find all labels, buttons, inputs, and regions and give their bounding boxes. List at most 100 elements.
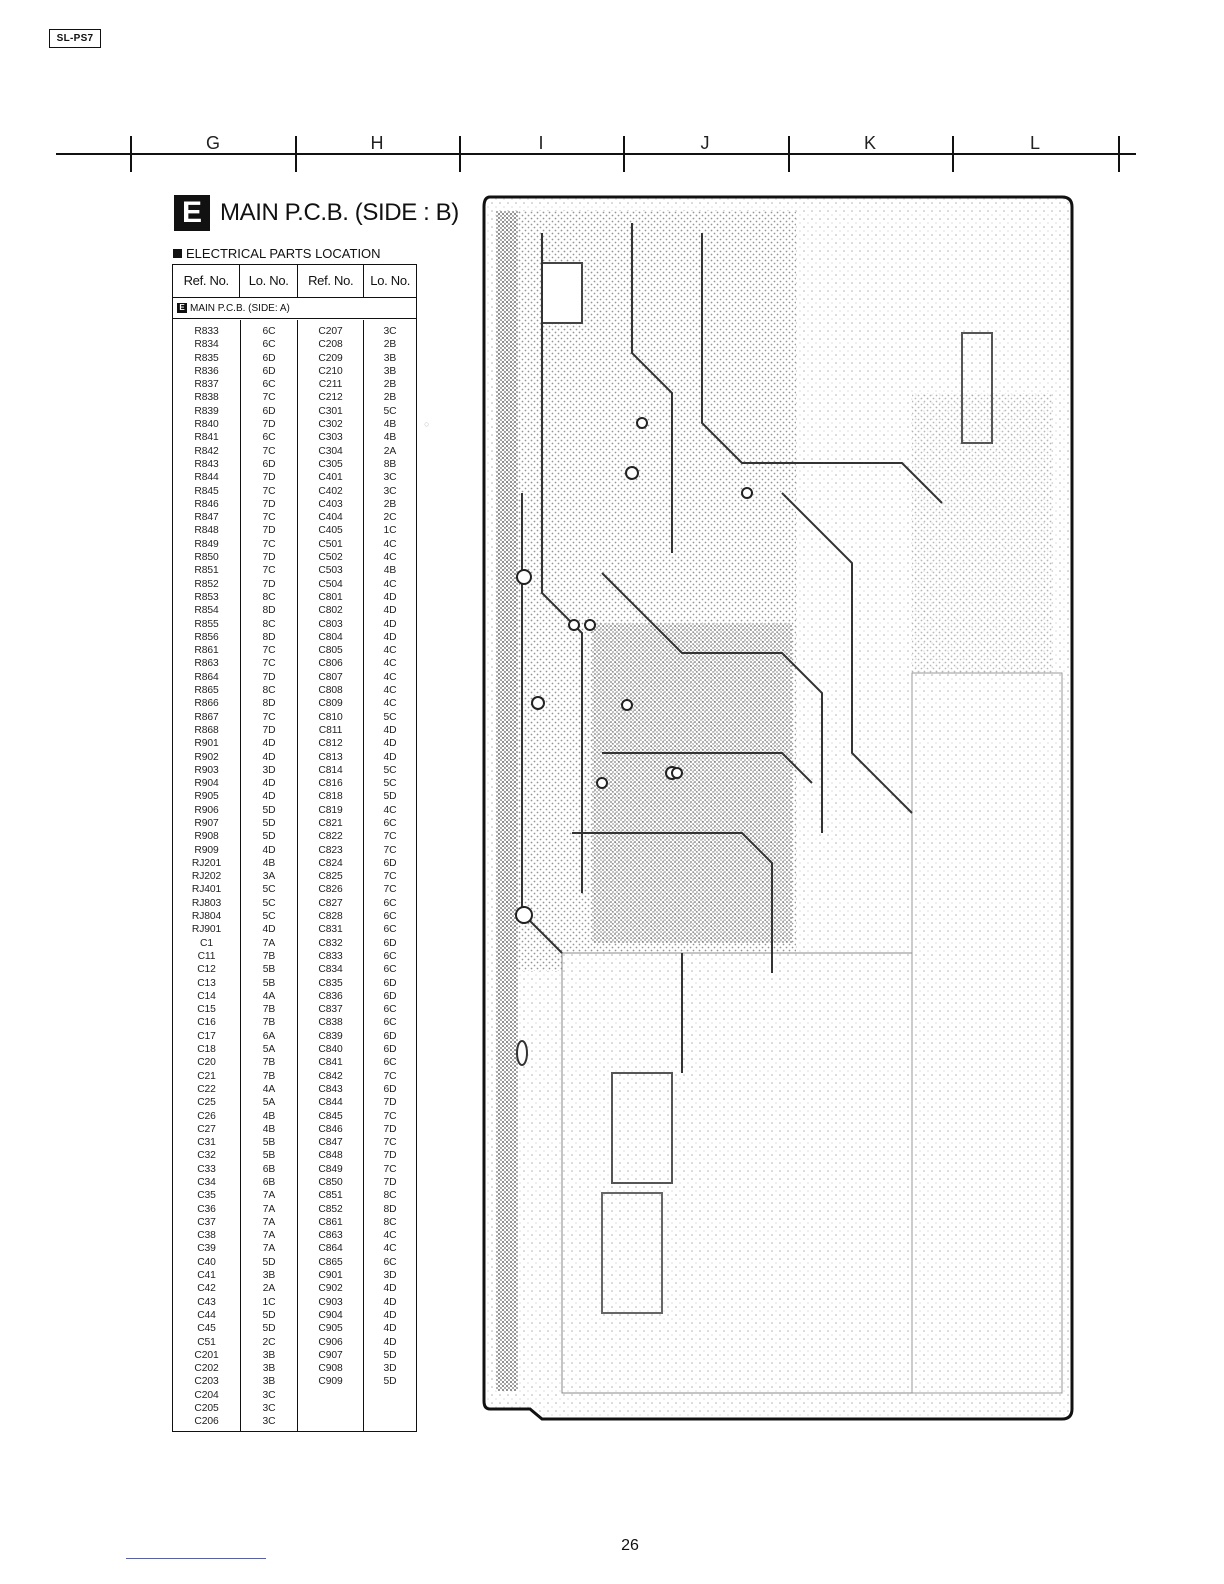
ref-no-cell: R833	[194, 326, 219, 337]
lo-no-cell: 4C	[383, 552, 397, 564]
grid-label-h: H	[370, 133, 384, 153]
ref-no-cell: R907	[194, 817, 219, 829]
lo-no-cell: 8D	[262, 698, 276, 710]
pcb-copper-right-block	[912, 393, 1052, 673]
ref-no-cell: R909	[194, 844, 219, 856]
ref-no-cell: R850	[194, 552, 219, 564]
lo-no-cell: 3C	[262, 1403, 276, 1415]
lo-no-cell: 3C	[262, 1389, 276, 1401]
pcb-slot	[516, 1040, 528, 1066]
lo-no-cell: 5D	[383, 1349, 397, 1361]
ref-no-cell: C850	[318, 1177, 343, 1188]
ref-no-cell: C14	[197, 990, 216, 1002]
lo-no-cell: 5D	[262, 804, 276, 816]
ref-no-cell: R837	[194, 379, 219, 391]
ref-no-cell: C20	[197, 1057, 216, 1069]
lo-no-cell: 7C	[383, 871, 397, 883]
ref-no-cell: R852	[194, 578, 219, 590]
lo-no-cell: 7D	[262, 552, 276, 564]
ref-no-cell: C207	[318, 326, 343, 337]
lo-no-cell: 4D	[262, 751, 276, 763]
lo-no-cell: 4C	[383, 658, 397, 670]
square-bullet-icon	[173, 249, 182, 258]
ref-no-cell: C202	[194, 1363, 219, 1375]
ref-no-cell: C405	[318, 525, 343, 537]
pcb-vias	[515, 417, 753, 924]
lo-no-cell: 7A	[262, 937, 276, 949]
lo-no-cell: 4C	[383, 671, 397, 683]
table-header-row: Ref. No. Lo. No. Ref. No. Lo. No.	[173, 265, 416, 298]
section-title-block: E MAIN P.C.B. (SIDE : B)	[174, 194, 459, 232]
ref-no-cell: C851	[318, 1190, 343, 1202]
lo-no-cell: 6C	[383, 1256, 397, 1268]
lo-no-cell: 4D	[383, 618, 397, 630]
lo-no-cell: 6D	[383, 1044, 397, 1056]
footer-link-underline[interactable]	[126, 1558, 266, 1559]
ref-no-cell: C12	[197, 964, 216, 976]
lo-no-cell: 5D	[383, 791, 397, 803]
lo-no-cell: 4D	[383, 1309, 397, 1321]
ref-no-cell: RJ901	[191, 924, 222, 936]
ref-no-cell: R838	[194, 392, 219, 404]
ref-no-cell: R845	[194, 485, 219, 497]
lo-no-cell: 5C	[383, 778, 397, 790]
lo-no-cell: 6C	[383, 1017, 397, 1029]
section-letter-badge: E	[174, 195, 210, 231]
lo-no-cell: 7B	[262, 1070, 276, 1082]
lo-no-cell: 7C	[262, 711, 276, 723]
ref-no-cell: C909	[318, 1376, 343, 1388]
lo-no-cell: 7B	[262, 1017, 276, 1029]
ref-no-cell: C835	[318, 977, 343, 989]
ref-no-cell: C18	[197, 1044, 216, 1056]
ref-no-cell: R908	[194, 831, 219, 843]
lo-no-cell: 5C	[262, 884, 276, 896]
ref-no-cell: R841	[194, 432, 219, 444]
lo-no-cell: 5A	[262, 1097, 276, 1109]
lo-no-cell: 5B	[262, 964, 276, 976]
grid-label-i: I	[538, 133, 544, 153]
ref-no-cell: C15	[197, 1004, 216, 1016]
ref-no-cell: C36	[197, 1203, 216, 1215]
lo-no-cell: 7C	[383, 1110, 397, 1122]
lo-no-cell: 4D	[262, 844, 276, 856]
pcb-copper-mid	[592, 623, 792, 943]
grid-ruler: G H I J K L	[56, 128, 1136, 178]
ref-no-cell: R868	[194, 724, 219, 736]
ref-no-cell: C31	[197, 1137, 216, 1149]
ref-no-cell: C816	[318, 778, 343, 790]
ref-no-cell: C503	[318, 565, 343, 577]
ref-no-cell: C834	[318, 964, 343, 976]
lo-no-cell: 2C	[262, 1336, 276, 1348]
lo-no-cell: 4B	[262, 1110, 276, 1122]
ref-no-cell: C837	[318, 1004, 343, 1016]
lo-no-cell: 7A	[262, 1203, 276, 1215]
lo-no-cell: 7C	[262, 565, 276, 577]
lo-no-cell: 2B	[383, 379, 397, 391]
ref-no-cell: C864	[318, 1243, 343, 1255]
grid-label-j: J	[700, 133, 710, 153]
ref-no-cell: C865	[318, 1256, 343, 1268]
lo-no-cell: 6D	[383, 1030, 397, 1042]
ref-no-cell: C51	[197, 1336, 216, 1348]
ref-no-cell: C32	[197, 1150, 216, 1162]
lo-no-cell: 7C	[262, 645, 276, 657]
lo-no-cell: 4D	[383, 724, 397, 736]
lo-no-cell: 8D	[383, 1203, 397, 1215]
pcb-copper-strip	[496, 211, 518, 1391]
lo-no-cell: 7D	[262, 724, 276, 736]
ref-no-cell: C208	[318, 339, 343, 351]
lo-no-cell: 6D	[383, 937, 397, 949]
ref-no-cell: C846	[318, 1123, 343, 1135]
ref-no-cell: C852	[318, 1203, 343, 1215]
ref-no-cell: C905	[318, 1323, 343, 1335]
ref-no-cell: C501	[318, 538, 343, 550]
lo-no-cell: 7C	[383, 831, 397, 843]
lo-no-cell: 7C	[383, 1163, 397, 1175]
ref-no-cell: C824	[318, 857, 343, 869]
lo-no-cell: 3D	[383, 1363, 397, 1375]
lo-no-cell: 5C	[383, 405, 397, 417]
lo-no-cell: 6D	[383, 857, 397, 869]
